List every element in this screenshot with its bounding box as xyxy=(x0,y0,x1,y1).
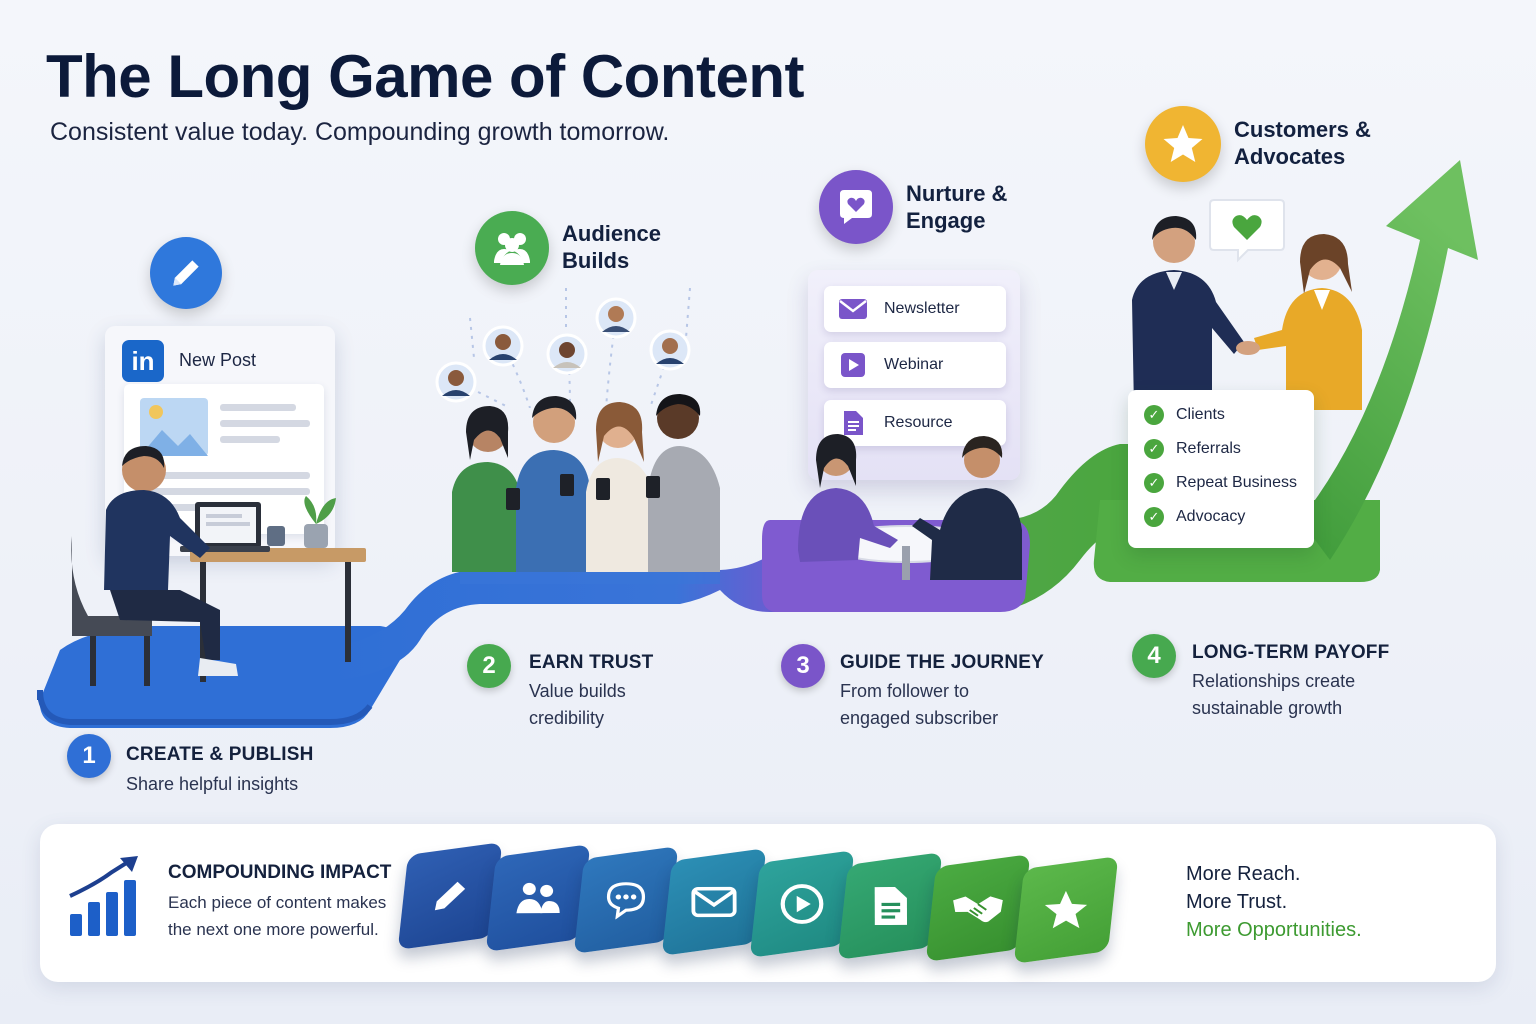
avatar xyxy=(546,333,588,375)
stage-1-platform xyxy=(39,626,403,728)
post-preview-graphic xyxy=(140,398,310,511)
avatar xyxy=(435,361,477,403)
audience-group xyxy=(452,394,720,572)
tile-mail xyxy=(661,848,767,956)
heart-bubble xyxy=(1209,199,1285,263)
reach-line-1: More Reach. xyxy=(1186,863,1301,885)
step-4-heading: LONG-TERM PAYOFF xyxy=(1192,642,1390,663)
customer-checklist: ✓Clients ✓Referrals ✓Repeat Business ✓Ad… xyxy=(1128,390,1314,548)
step-2-number: 2 xyxy=(467,644,511,688)
step-3-description-1: From follower to xyxy=(840,681,970,701)
step-3-number: 3 xyxy=(781,644,825,688)
audience-badge xyxy=(475,211,549,285)
step-1-number: 1 xyxy=(67,734,111,778)
post-title: New Post xyxy=(179,350,257,370)
chat-icon xyxy=(606,882,646,920)
check-icon: ✓ xyxy=(1144,439,1164,459)
checklist-item: ✓Clients xyxy=(1144,398,1314,432)
mail-icon xyxy=(838,296,868,322)
star-icon xyxy=(1044,890,1088,929)
handshake-scene xyxy=(1132,216,1362,410)
handshake-icon xyxy=(953,896,1003,923)
check-icon: ✓ xyxy=(1144,507,1164,527)
impact-title: COMPOUNDING IMPACT xyxy=(168,862,392,883)
create-badge xyxy=(150,237,222,309)
list-item-label: Resource xyxy=(884,414,953,431)
people-icon xyxy=(494,233,530,265)
checklist-item: ✓Referrals xyxy=(1144,432,1314,466)
meeting-scene xyxy=(798,434,1022,580)
list-item-label: Webinar xyxy=(884,356,944,373)
reach-line-3: More Opportunities. xyxy=(1186,919,1362,941)
step-3-heading: GUIDE THE JOURNEY xyxy=(840,652,1044,673)
reach-line-2: More Trust. xyxy=(1186,891,1288,913)
tile-play xyxy=(749,850,855,958)
page-title: The Long Game of Content xyxy=(46,43,804,110)
document-icon xyxy=(874,887,908,926)
step-4-description-2: sustainable growth xyxy=(1192,698,1343,718)
linkedin-icon: in xyxy=(122,340,164,382)
heart-chat-icon xyxy=(840,190,872,224)
checklist-item: ✓Repeat Business xyxy=(1144,466,1314,500)
nurture-badge xyxy=(819,170,893,244)
step-1-description: Share helpful insights xyxy=(126,774,299,794)
list-item-resource[interactable]: Resource xyxy=(824,400,1006,446)
step-3-description-2: engaged subscriber xyxy=(840,708,999,728)
avatar xyxy=(595,297,637,339)
customers-title-1: Customers & xyxy=(1234,117,1371,142)
audience-avatars xyxy=(435,288,691,408)
growth-chart-icon xyxy=(69,856,138,936)
play-icon xyxy=(838,352,868,378)
heart-icon xyxy=(1232,215,1262,240)
nurture-title-2: Engage xyxy=(906,208,986,233)
customers-title-2: Advocates xyxy=(1234,144,1346,169)
list-item-newsletter[interactable]: Newsletter xyxy=(824,286,1006,332)
step-1-heading: CREATE & PUBLISH xyxy=(126,744,314,765)
impact-description-1: Each piece of content makes xyxy=(168,893,387,912)
pencil-icon xyxy=(434,881,466,911)
creator-at-desk xyxy=(71,446,366,686)
checklist-item: ✓Advocacy xyxy=(1144,500,1314,534)
play-icon xyxy=(780,884,824,924)
audience-title-2: Builds xyxy=(562,248,630,273)
tile-people xyxy=(485,844,591,952)
step-2-description-1: Value builds xyxy=(529,681,626,701)
star-icon xyxy=(1163,125,1203,162)
avatar xyxy=(482,325,524,367)
people-icon xyxy=(516,882,560,914)
mail-icon xyxy=(691,886,737,918)
growth-arrow xyxy=(1300,160,1478,560)
step-2-heading: EARN TRUST xyxy=(529,652,654,673)
impact-description-2: the next one more powerful. xyxy=(168,920,379,939)
check-icon: ✓ xyxy=(1144,405,1164,425)
step-2-description-2: credibility xyxy=(529,708,605,728)
tile-document xyxy=(837,852,943,960)
avatar xyxy=(649,329,691,371)
nurture-title-1: Nurture & xyxy=(906,181,1008,206)
page-subtitle: Consistent value today. Compounding grow… xyxy=(50,118,670,146)
tile-handshake xyxy=(925,854,1031,962)
list-item-label: Newsletter xyxy=(884,300,960,317)
step-4-number: 4 xyxy=(1132,634,1176,678)
audience-title-1: Audience xyxy=(562,221,662,246)
document-icon xyxy=(838,410,868,436)
impact-description: Each piece of content makes the next one… xyxy=(168,889,386,943)
check-icon: ✓ xyxy=(1144,473,1164,493)
list-item-webinar[interactable]: Webinar xyxy=(824,342,1006,388)
pencil-icon xyxy=(173,260,199,286)
customers-badge xyxy=(1145,106,1221,182)
step-4-description-1: Relationships create xyxy=(1192,671,1356,691)
tile-pencil xyxy=(397,842,503,950)
tile-star xyxy=(1013,856,1119,964)
tile-chat xyxy=(573,846,679,954)
